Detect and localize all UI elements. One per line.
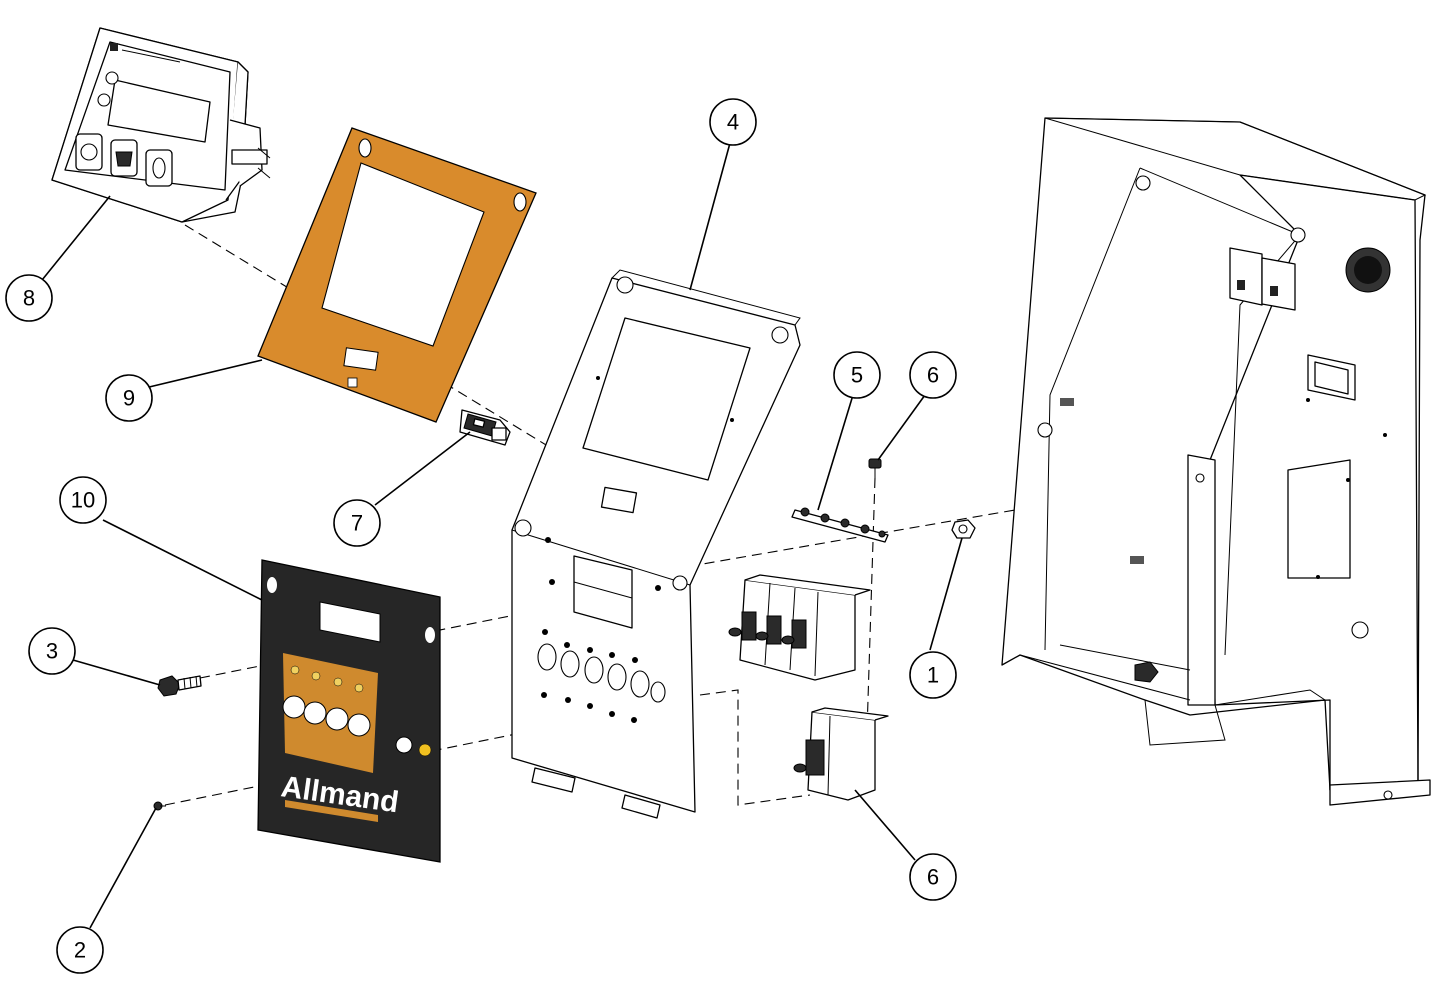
callout-9: 9	[105, 374, 153, 422]
callout-2: 2	[56, 926, 104, 974]
callout-10: 10	[59, 476, 107, 524]
callout-label: 10	[71, 488, 95, 513]
callout-label: 1	[927, 663, 939, 688]
callout-8: 8	[5, 274, 53, 322]
callout-label: 6	[927, 363, 939, 388]
rocker-switch	[459, 409, 511, 446]
callout-label: 6	[927, 865, 939, 890]
callout-label: 9	[123, 386, 135, 411]
screw	[868, 458, 882, 480]
callout-5: 5	[833, 351, 881, 399]
callout-label: 2	[74, 938, 86, 963]
callout-3: 3	[28, 627, 76, 675]
terminal-strip	[791, 507, 889, 543]
callout-4: 4	[709, 98, 757, 146]
callout-label: 3	[46, 639, 58, 664]
controller-module	[51, 27, 271, 223]
circuit-breaker-triple	[728, 574, 871, 681]
callout-6-top: 6	[909, 351, 957, 399]
control-panel-plate	[511, 269, 801, 819]
faceplate-decal: Allmand	[257, 559, 441, 863]
callout-7: 7	[333, 499, 381, 547]
circuit-breaker-single	[793, 707, 889, 801]
callout-label: 4	[727, 110, 739, 135]
bolt	[157, 675, 202, 697]
callout-label: 5	[851, 363, 863, 388]
nut	[951, 519, 976, 539]
callout-1: 1	[909, 651, 957, 699]
callout-label: 8	[23, 286, 35, 311]
controller-gasket	[257, 127, 537, 423]
callout-6-bottom: 6	[909, 853, 957, 901]
enclosure-housing	[1001, 117, 1431, 806]
leader-lines	[37, 142, 963, 929]
callout-label: 7	[351, 511, 363, 536]
